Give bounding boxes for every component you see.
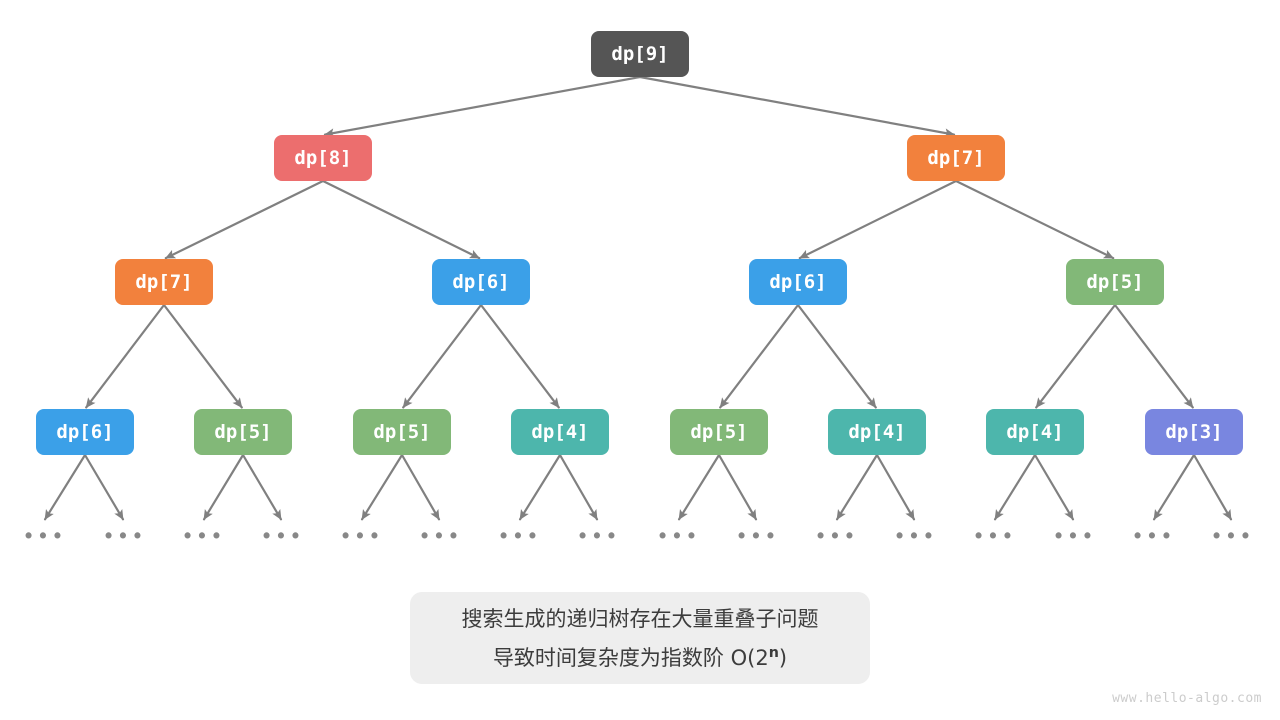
ellipsis-marker: ••• bbox=[181, 524, 225, 549]
tree-edge bbox=[1152, 453, 1196, 521]
ellipsis-marker: ••• bbox=[339, 524, 383, 549]
tree-edge bbox=[638, 75, 956, 138]
ellipsis-marker: ••• bbox=[576, 524, 620, 549]
tree-edge bbox=[875, 453, 916, 521]
tree-node-dp7: dp[7] bbox=[907, 135, 1005, 181]
tree-node-dp6: dp[6] bbox=[749, 259, 847, 305]
tree-node-dp5: dp[5] bbox=[1066, 259, 1164, 305]
tree-edge bbox=[1033, 453, 1075, 521]
tree-edge bbox=[1192, 453, 1233, 521]
tree-edge bbox=[558, 453, 599, 521]
ellipsis-marker: ••• bbox=[814, 524, 858, 549]
tree-node-dp5: dp[5] bbox=[353, 409, 451, 455]
caption-line-2-suffix: ) bbox=[778, 645, 788, 670]
tree-edge bbox=[400, 453, 441, 521]
tree-node-dp9: dp[9] bbox=[591, 31, 689, 77]
tree-node-dp7: dp[7] bbox=[115, 259, 213, 305]
caption-exponent: n bbox=[768, 644, 779, 661]
tree-edge bbox=[717, 453, 758, 521]
tree-node-dp4: dp[4] bbox=[986, 409, 1084, 455]
tree-edge bbox=[719, 303, 800, 409]
tree-edge bbox=[796, 303, 877, 409]
tree-edge bbox=[323, 75, 642, 138]
caption-box: 搜索生成的递归树存在大量重叠子问题 导致时间复杂度为指数阶 O(2n) bbox=[410, 592, 870, 684]
tree-edge bbox=[1113, 303, 1194, 409]
tree-node-dp6: dp[6] bbox=[432, 259, 530, 305]
ellipsis-marker: ••• bbox=[102, 524, 146, 549]
ellipsis-marker: ••• bbox=[656, 524, 700, 549]
tree-edge bbox=[835, 453, 879, 521]
tree-edge bbox=[402, 303, 483, 409]
tree-edge bbox=[43, 453, 87, 521]
ellipsis-marker: ••• bbox=[1131, 524, 1175, 549]
ellipsis-marker: ••• bbox=[497, 524, 541, 549]
tree-edge bbox=[202, 453, 245, 521]
tree-edge bbox=[241, 453, 283, 521]
tree-edge bbox=[360, 453, 404, 521]
tree-edge bbox=[164, 179, 325, 260]
tree-edge bbox=[162, 303, 243, 409]
tree-node-dp4: dp[4] bbox=[828, 409, 926, 455]
ellipsis-marker: ••• bbox=[893, 524, 937, 549]
ellipsis-marker: ••• bbox=[1052, 524, 1096, 549]
ellipsis-marker: ••• bbox=[735, 524, 779, 549]
caption-line-2: 导致时间复杂度为指数阶 O(2n) bbox=[493, 636, 787, 675]
tree-edge bbox=[83, 453, 125, 521]
tree-node-dp4: dp[4] bbox=[511, 409, 609, 455]
tree-edge bbox=[798, 179, 958, 260]
ellipsis-marker: ••• bbox=[418, 524, 462, 549]
ellipsis-marker: ••• bbox=[260, 524, 304, 549]
caption-line-2-prefix: 导致时间复杂度为指数阶 O(2 bbox=[492, 645, 769, 670]
tree-node-dp8: dp[8] bbox=[274, 135, 372, 181]
tree-node-dp5: dp[5] bbox=[194, 409, 292, 455]
caption-line-1: 搜索生成的递归树存在大量重叠子问题 bbox=[461, 606, 819, 631]
tree-edge bbox=[954, 179, 1115, 260]
watermark: www.hello-algo.com bbox=[1112, 691, 1262, 706]
tree-edge bbox=[518, 453, 562, 521]
ellipsis-marker: ••• bbox=[972, 524, 1016, 549]
tree-edge bbox=[993, 453, 1037, 521]
tree-node-dp5: dp[5] bbox=[670, 409, 768, 455]
tree-edge bbox=[677, 453, 721, 521]
tree-edge bbox=[479, 303, 560, 409]
ellipsis-marker: ••• bbox=[22, 524, 66, 549]
tree-node-dp6: dp[6] bbox=[36, 409, 134, 455]
ellipsis-marker: ••• bbox=[1210, 524, 1254, 549]
tree-node-dp3: dp[3] bbox=[1145, 409, 1243, 455]
tree-edge bbox=[321, 179, 481, 260]
tree-edge bbox=[1035, 303, 1117, 409]
tree-edge bbox=[85, 303, 166, 409]
